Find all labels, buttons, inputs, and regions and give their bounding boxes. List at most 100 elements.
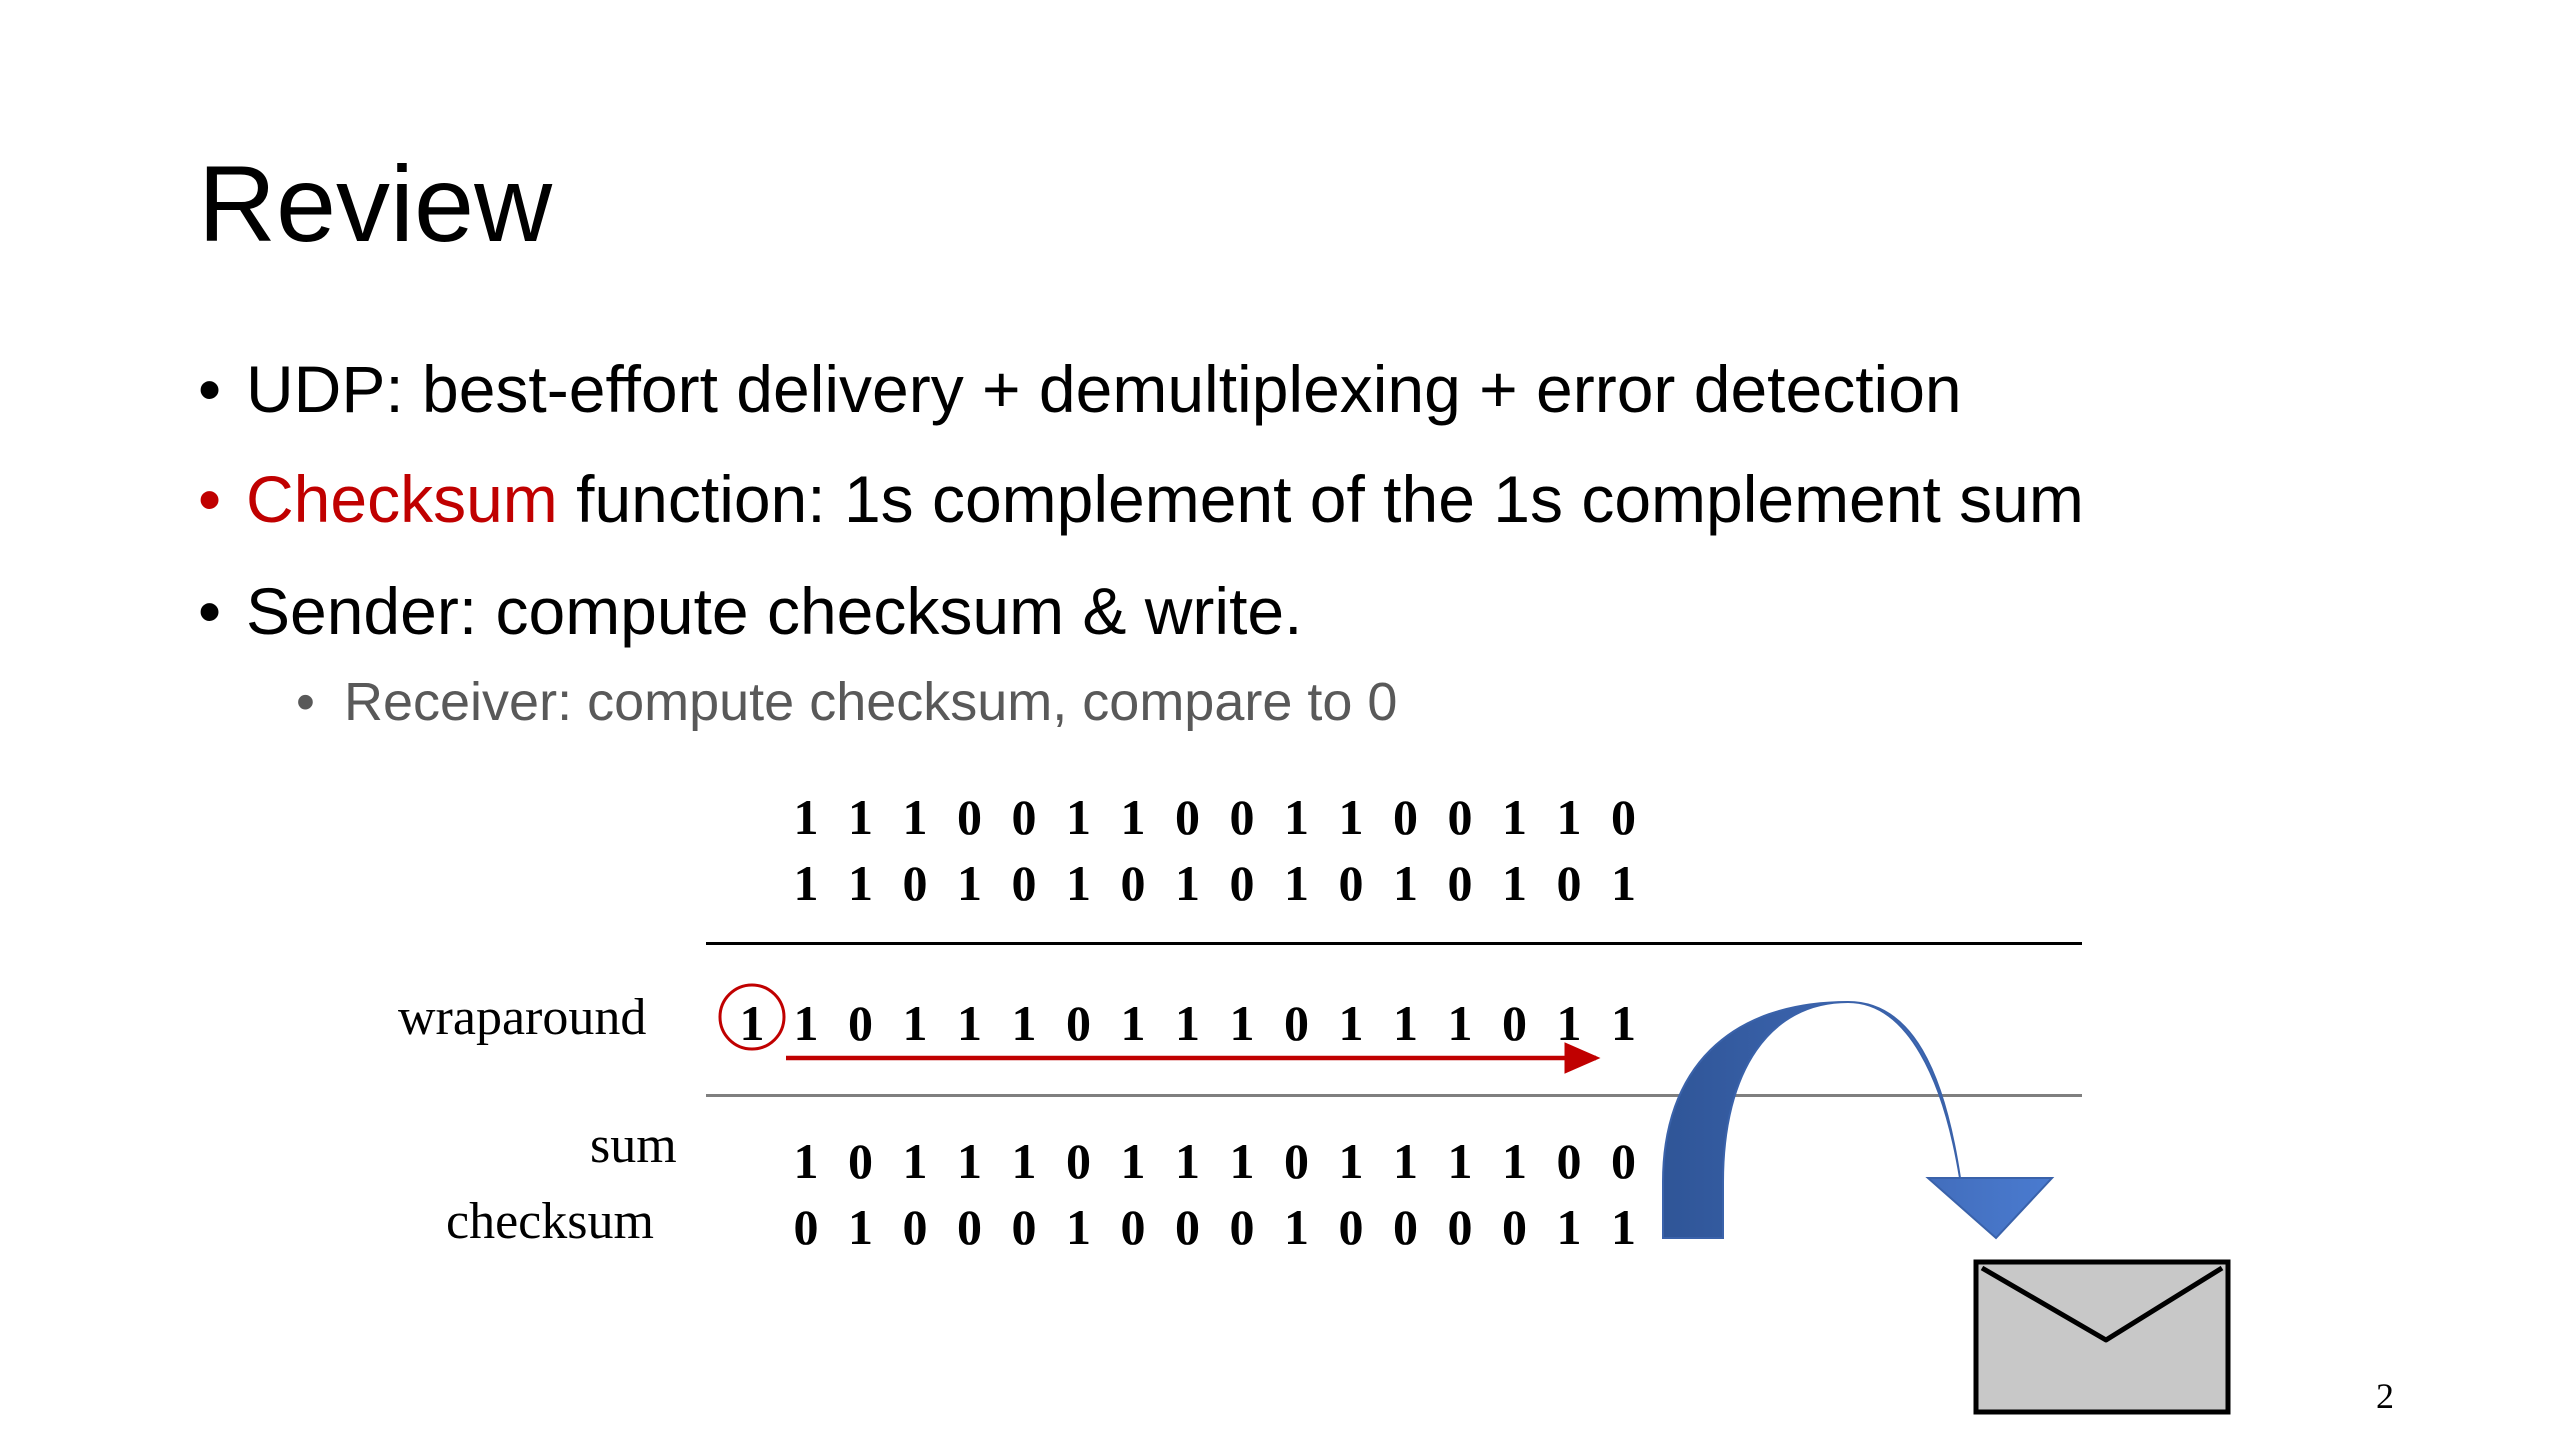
bit-digit: 0 [1393, 789, 1418, 845]
bit-digit: 1 [793, 855, 819, 911]
bit-digit: 1 [1556, 1199, 1582, 1255]
bullet-udp: •UDP: best-effort delivery + demultiplex… [198, 356, 1962, 422]
sum-line [706, 1094, 2082, 1097]
bullet-sender: •Sender: compute checksum & write. [198, 578, 1302, 644]
bit-digit: 1 [1611, 855, 1636, 911]
bullet-text: Sender: compute checksum & write. [246, 574, 1303, 648]
bit-digit: 1 [957, 1133, 982, 1189]
bit-digit: 0 [1011, 789, 1037, 845]
envelope-icon [1973, 1259, 2231, 1415]
bit-digit: 1 [1284, 855, 1309, 911]
bit-digit: 1 [1066, 855, 1091, 911]
bit-digit: 0 [1284, 1133, 1309, 1189]
bit-digit: 1 [1229, 995, 1255, 1051]
bit-digit: 0 [1611, 1133, 1636, 1189]
bit-digit: 1 [1120, 789, 1146, 845]
bit-digit: 1 [1393, 995, 1418, 1051]
bit-digit: 0 [1120, 1199, 1146, 1255]
bit-digit: 0 [1229, 789, 1255, 845]
bit-digit: 0 [793, 1199, 819, 1255]
bit-digit: 1 [1502, 789, 1527, 845]
bit-digit: 1 [1502, 1133, 1527, 1189]
bit-digit: 0 [1447, 855, 1473, 911]
checksum-label: checksum [446, 1193, 654, 1250]
sub-bullet-text: Receiver: compute checksum, compare to 0 [344, 672, 1398, 732]
bit-digit: 1 [1447, 995, 1473, 1051]
bit-digit: 1 [1338, 1133, 1364, 1189]
bit-digit: 1 [793, 995, 819, 1051]
bit-digit: 1 [902, 789, 928, 845]
slide-title: Review [198, 143, 553, 264]
bit-digit: 0 [1447, 789, 1473, 845]
bit-digit: 1 [848, 855, 873, 911]
bullet-text: UDP: best-effort delivery + demultiplexi… [246, 352, 1962, 426]
bit-digit: 0 [1011, 855, 1037, 911]
bullet-marker: • [198, 462, 222, 536]
bit-digit: 1 [957, 855, 982, 911]
bullet-marker: • [198, 352, 222, 426]
bit-digit: 0 [1066, 995, 1091, 1051]
bit-digit: 0 [848, 995, 873, 1051]
bit-digit: 0 [1338, 855, 1364, 911]
bit-digit: 1 [1556, 789, 1582, 845]
bit-digit: 1 [1502, 855, 1527, 911]
bullet-highlight: Checksum [246, 462, 558, 536]
bit-digit: 1 [793, 1133, 819, 1189]
bit-digit: 0 [1556, 1133, 1582, 1189]
bit-digit: 1 [1066, 789, 1091, 845]
sum-label: sum [590, 1117, 677, 1174]
bit-digit: 0 [1229, 855, 1255, 911]
bit-digit: 0 [1229, 1199, 1255, 1255]
page-number: 2 [2376, 1376, 2394, 1416]
bit-digit: 0 [957, 789, 982, 845]
bullet-text: function: 1s complement of the 1s comple… [557, 462, 2084, 536]
bit-digit: 1 [848, 789, 873, 845]
bit-digit: 1 [1066, 1199, 1091, 1255]
bit-digit: 0 [1175, 1199, 1200, 1255]
sub-bullet-marker: • [296, 672, 315, 732]
bit-digit: 1 [1284, 1199, 1309, 1255]
bit-digit: 1 [902, 1133, 928, 1189]
bit-digit: 1 [1338, 995, 1364, 1051]
bit-digit: 1 [1120, 995, 1146, 1051]
bit-digit: 1 [957, 995, 982, 1051]
bit-digit: 1 [1556, 995, 1582, 1051]
bit-digit: 0 [902, 1199, 928, 1255]
bit-digit: 0 [1502, 995, 1527, 1051]
bit-digit: 1 [1175, 1133, 1200, 1189]
bit-digit: 0 [1284, 995, 1309, 1051]
bit-digit: 0 [1338, 1199, 1364, 1255]
bit-digit: 0 [1066, 1133, 1091, 1189]
bit-digit: 0 [1447, 1199, 1473, 1255]
bit-digit: 0 [902, 855, 928, 911]
bit-digit: 1 [1611, 995, 1636, 1051]
bullet-checksum: •Checksum function: 1s complement of the… [198, 466, 2084, 532]
bit-digit: 0 [1611, 789, 1636, 845]
carry-bit: 1 [739, 995, 765, 1051]
bit-digit: 0 [1175, 789, 1200, 845]
bit-digit: 1 [1338, 789, 1364, 845]
bit-digit: 1 [1011, 1133, 1037, 1189]
sub-bullet-receiver: • Receiver: compute checksum, compare to … [296, 675, 1397, 729]
bit-digit: 1 [1175, 855, 1200, 911]
bit-digit: 0 [1393, 1199, 1418, 1255]
carry-circle [718, 983, 786, 1051]
bit-digit: 1 [1284, 789, 1309, 845]
bit-digit: 1 [1175, 995, 1200, 1051]
bit-digit: 1 [1393, 1133, 1418, 1189]
bit-digit: 1 [1447, 1133, 1473, 1189]
bit-digit: 1 [1229, 1133, 1255, 1189]
bit-digit: 1 [1011, 995, 1037, 1051]
bit-digit: 1 [902, 995, 928, 1051]
bit-digit: 1 [1611, 1199, 1636, 1255]
bit-digit: 0 [1120, 855, 1146, 911]
bullet-marker: • [198, 574, 222, 648]
bit-digit: 0 [957, 1199, 982, 1255]
bit-digit: 1 [1120, 1133, 1146, 1189]
bit-digit: 0 [848, 1133, 873, 1189]
curved-arrow-icon [1662, 1000, 2055, 1240]
addition-line [706, 942, 2082, 945]
bit-digit: 1 [1393, 855, 1418, 911]
